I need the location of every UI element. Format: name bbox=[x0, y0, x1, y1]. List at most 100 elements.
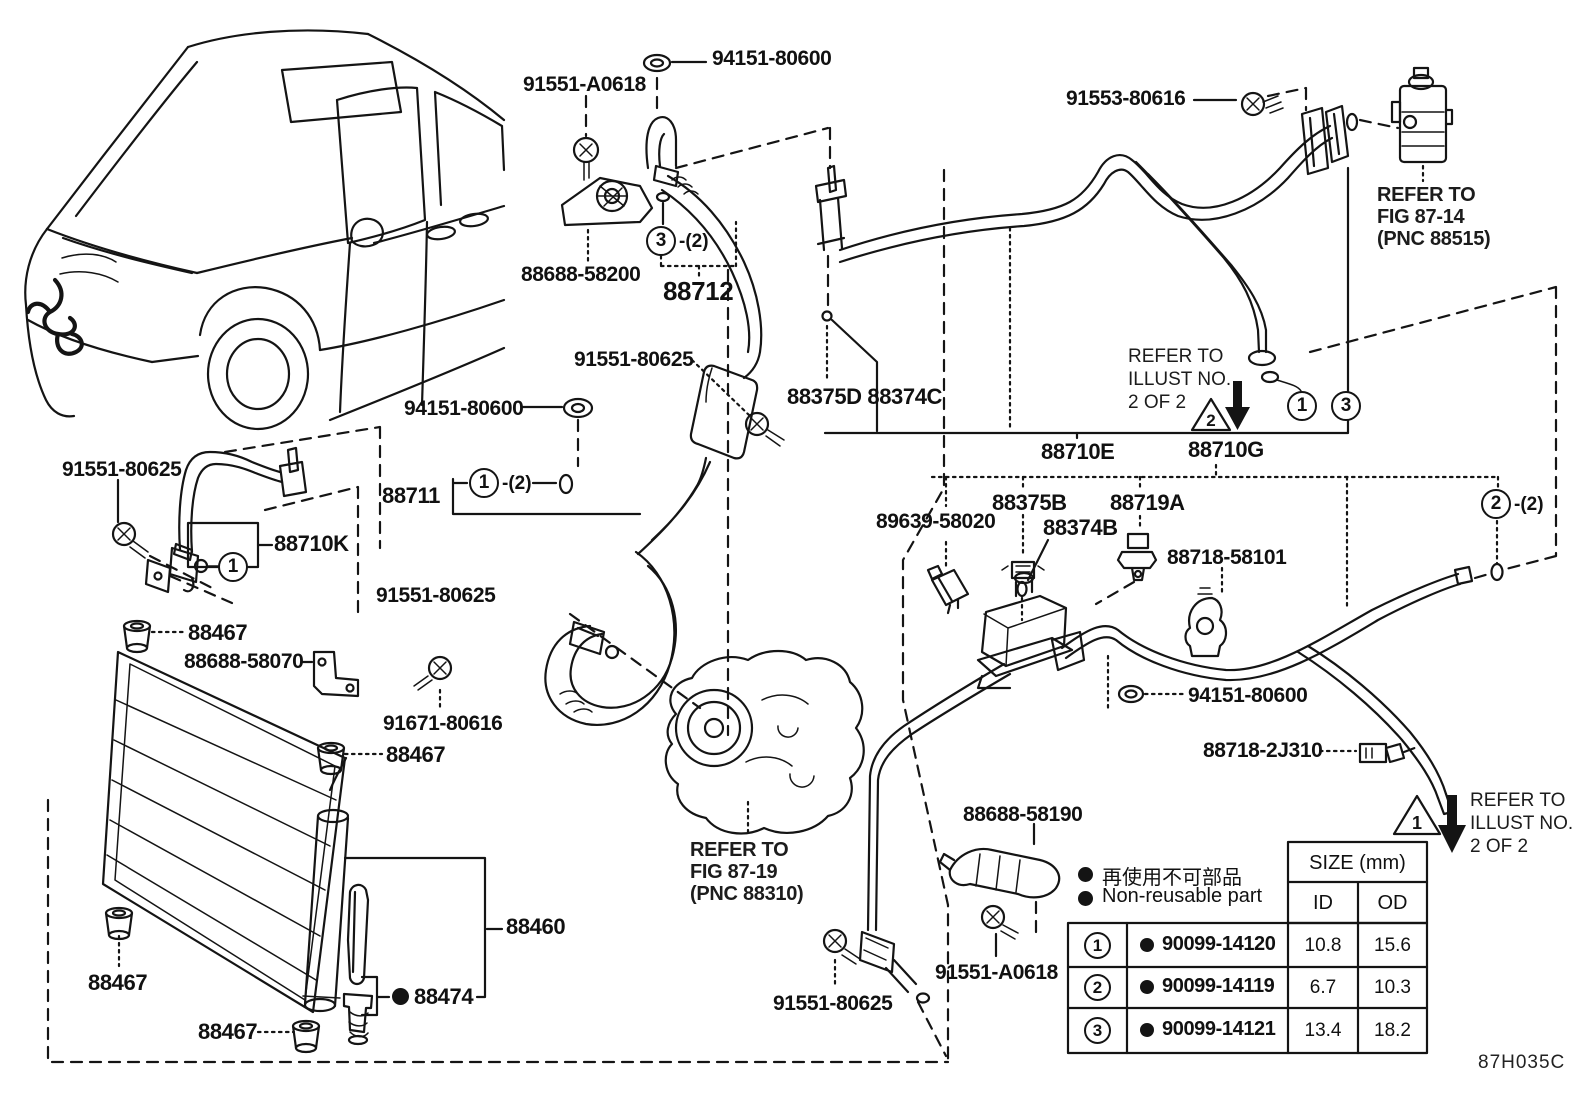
callout-circle-1-mid: 1 bbox=[1287, 391, 1317, 421]
part-label-88719a: 88719A bbox=[1110, 490, 1185, 515]
expansion-valve-assembly bbox=[926, 532, 1228, 704]
figure-code: 87H035C bbox=[1478, 1052, 1566, 1073]
liquid-pipe-88710k bbox=[111, 446, 308, 593]
discharge-pipe-88710e bbox=[814, 104, 1400, 392]
part-label-88375b: 88375B bbox=[992, 490, 1067, 515]
table-row3-num: 3 bbox=[1084, 1017, 1111, 1044]
table-row2-part: 90099-14119 bbox=[1162, 975, 1275, 997]
table-row2-od: 10.3 bbox=[1374, 977, 1411, 998]
down-arrow-icon bbox=[1225, 381, 1250, 430]
pin-88374b-icon bbox=[1016, 580, 1028, 598]
bolt-91551a-icon bbox=[980, 904, 1006, 930]
part-label-91671-80616: 91671-80616 bbox=[383, 712, 503, 735]
expansion-valve-icon bbox=[1390, 66, 1454, 183]
part-label-94151-80600-left: 94151-80600 bbox=[404, 397, 524, 420]
callout-qty-88711: -(2) bbox=[502, 473, 532, 494]
callout-88711 bbox=[451, 358, 785, 516]
hose-end-fitting-icon bbox=[568, 620, 606, 656]
part-label-88688-58070: 88688-58070 bbox=[184, 650, 304, 673]
table-row1-part: 90099-14120 bbox=[1162, 933, 1276, 955]
part-label-88712: 88712 bbox=[663, 276, 734, 306]
callout-qty-top: -(2) bbox=[679, 231, 709, 252]
legend-dot-en bbox=[1078, 891, 1093, 906]
table-header-size: SIZE (mm) bbox=[1309, 852, 1406, 874]
callout-circle-1-88710k: 1 bbox=[218, 552, 248, 582]
o-ring-icon bbox=[915, 992, 931, 1004]
svg-text:1: 1 bbox=[1412, 813, 1422, 833]
non-reusable-dot bbox=[1140, 1023, 1154, 1037]
part-label-91553-80616: 91553-80616 bbox=[1066, 87, 1186, 110]
part-label-88718-58101: 88718-58101 bbox=[1167, 546, 1287, 569]
o-ring-icon bbox=[558, 473, 574, 495]
hose-muffler-icon bbox=[689, 364, 759, 460]
clip-88718-2j310-icon bbox=[1358, 742, 1406, 764]
legend-dot-jp bbox=[1078, 867, 1093, 882]
table-row3-part: 90099-14121 bbox=[1162, 1018, 1276, 1040]
bolt-91553-icon bbox=[1192, 86, 1308, 117]
part-label-89639-58020: 89639-58020 bbox=[876, 510, 996, 533]
part-label-88374b: 88374B bbox=[1043, 515, 1118, 540]
table-row1-num: 1 bbox=[1084, 932, 1111, 959]
part-label-88375d-88374c: 88375D 88374C bbox=[787, 384, 943, 409]
part-label-91551-a0618-bottom: 91551-A0618 bbox=[935, 961, 1058, 984]
callout-circle-1-88711: 1 bbox=[469, 468, 499, 498]
o-ring-icon bbox=[655, 191, 671, 203]
suction-hose-88712 bbox=[544, 53, 763, 726]
nut-94151-icon bbox=[642, 53, 672, 73]
nut-94151-icon bbox=[562, 397, 594, 419]
svg-text:2: 2 bbox=[1206, 411, 1215, 430]
part-label-94151-80600-mid: 94151-80600 bbox=[1188, 684, 1308, 707]
part-label-88467-4: 88467 bbox=[198, 1019, 258, 1044]
part-label-88688-58200: 88688-58200 bbox=[521, 263, 641, 286]
vehicle-outline-icon bbox=[24, 29, 506, 431]
legend-text-jp: 再使用不可部品 bbox=[1102, 867, 1242, 889]
o-ring-icon bbox=[604, 644, 620, 660]
part-label-91551-80625-c: 91551-80625 bbox=[376, 584, 496, 607]
pipes-88710g bbox=[858, 562, 1504, 1004]
part-label-88688-58190: 88688-58190 bbox=[963, 803, 1083, 826]
desiccant-bag-icon bbox=[346, 883, 370, 986]
grommet-94151-icon bbox=[1117, 684, 1145, 704]
hose-fitting-icon bbox=[858, 930, 896, 974]
bolt-91671-icon bbox=[427, 655, 453, 681]
filter-88474-icon bbox=[342, 992, 374, 1034]
compressor-icon bbox=[664, 650, 865, 837]
warning-triangle-1: 1 bbox=[1392, 794, 1442, 836]
part-label-88467-2: 88467 bbox=[386, 742, 446, 767]
part-label-88474: 88474 bbox=[414, 984, 474, 1009]
sensor-89639-icon bbox=[926, 564, 970, 615]
part-label-91551-80625-b: 91551-80625 bbox=[574, 348, 694, 371]
o-ring-icon bbox=[1490, 562, 1504, 582]
callout-circle-2-right: 2 bbox=[1481, 489, 1511, 519]
bolt-91551-icon bbox=[111, 521, 137, 547]
warning-triangle-2: 2 bbox=[1190, 397, 1232, 432]
callout-88712-bracket bbox=[659, 220, 738, 282]
switch-88719a-icon bbox=[1126, 532, 1150, 550]
table-row2-id: 6.7 bbox=[1309, 977, 1337, 998]
legend-text-en: Non-reusable part bbox=[1102, 885, 1263, 907]
callout-circle-3-mid: 3 bbox=[1331, 391, 1361, 421]
down-arrow-icon bbox=[1438, 795, 1466, 853]
clamp-88718-58101-icon bbox=[1184, 596, 1228, 658]
part-label-88718-2j310: 88718-2J310 bbox=[1203, 739, 1323, 762]
bolt-91551-icon bbox=[744, 411, 770, 437]
non-reusable-dot bbox=[1140, 980, 1154, 994]
grommet-88467-icons bbox=[104, 619, 384, 1054]
size-table-grid bbox=[1066, 840, 1429, 1055]
callout-qty-right: -(2) bbox=[1514, 494, 1544, 515]
part-label-88711: 88711 bbox=[382, 483, 440, 508]
part-label-88460: 88460 bbox=[506, 914, 566, 939]
condenser-88460 bbox=[101, 558, 504, 1046]
part-label-88710k: 88710K bbox=[274, 531, 349, 556]
part-label-88467-3: 88467 bbox=[88, 970, 148, 995]
table-header-id: ID bbox=[1313, 892, 1333, 914]
part-label-94151-80600-top: 94151-80600 bbox=[712, 47, 832, 70]
table-row3-id: 13.4 bbox=[1304, 1020, 1342, 1041]
table-row1-od: 15.6 bbox=[1374, 935, 1411, 956]
